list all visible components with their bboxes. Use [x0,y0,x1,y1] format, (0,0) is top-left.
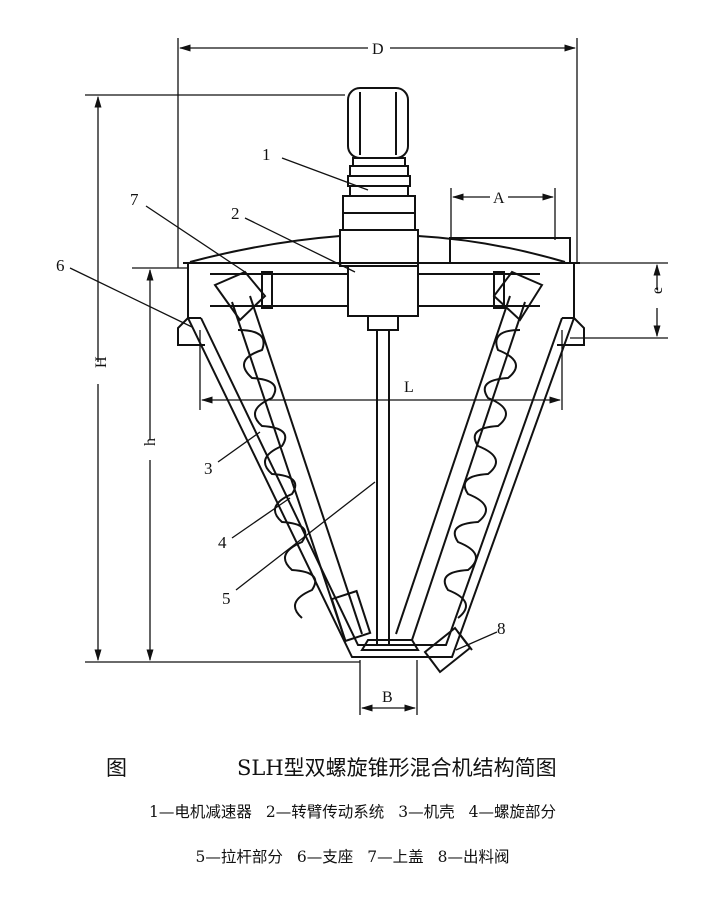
transmission-arm [210,265,544,331]
figure-prefix: 图 [106,756,127,780]
callout-6: 6 [56,256,65,275]
legend-item-6: 6—支座 [296,848,354,866]
callout-4: 4 [218,533,227,552]
discharge-valve [360,626,473,674]
legend-item-7: 7—上盖 [367,848,424,866]
conical-shell [187,263,575,658]
dim-e: e [649,287,666,294]
legend-item-3: 3—机壳 [398,803,455,821]
callout-1: 1 [262,145,271,164]
legend-line-1: 1—电机减速器 2—转臂传动系统 3—机壳 4—螺旋部分 [0,800,705,822]
callout-2: 2 [231,204,240,223]
dim-A: A [493,190,505,207]
legend-item-2: 2—转臂传动系统 [265,803,385,821]
legend-line-2: 5—拉杆部分 6—支座 7—上盖 8—出料阀 [0,845,705,867]
top-cover [183,235,580,264]
legend-item-5: 5—拉杆部分 [195,848,283,866]
dim-h: h [142,438,159,446]
dimension-texts: D A H h e L B [90,38,666,706]
screw-left [231,295,372,643]
tie-rod [376,330,390,645]
legend-item-8: 8—出料阀 [437,848,510,866]
legend-item-4: 4—螺旋部分 [468,803,556,821]
mixer-structure-diagram: D A H h e L B 1 2 3 4 5 6 7 8 [56,38,668,715]
figure-title: SLH型双螺旋锥形混合机结构简图 [237,756,557,780]
callout-3: 3 [204,459,213,478]
dim-B: B [382,689,393,706]
dim-D: D [372,41,384,58]
callout-leaders [69,157,498,651]
motor-reducer [339,87,419,267]
dim-H: H [93,356,110,368]
callout-5: 5 [222,589,231,608]
screw-right [395,295,526,641]
dim-L: L [404,379,414,396]
callout-numbers: 1 2 3 4 5 6 7 8 [56,145,506,638]
callout-7: 7 [130,190,139,209]
callout-8: 8 [497,619,506,638]
legend-item-1: 1—电机减速器 [149,803,252,821]
